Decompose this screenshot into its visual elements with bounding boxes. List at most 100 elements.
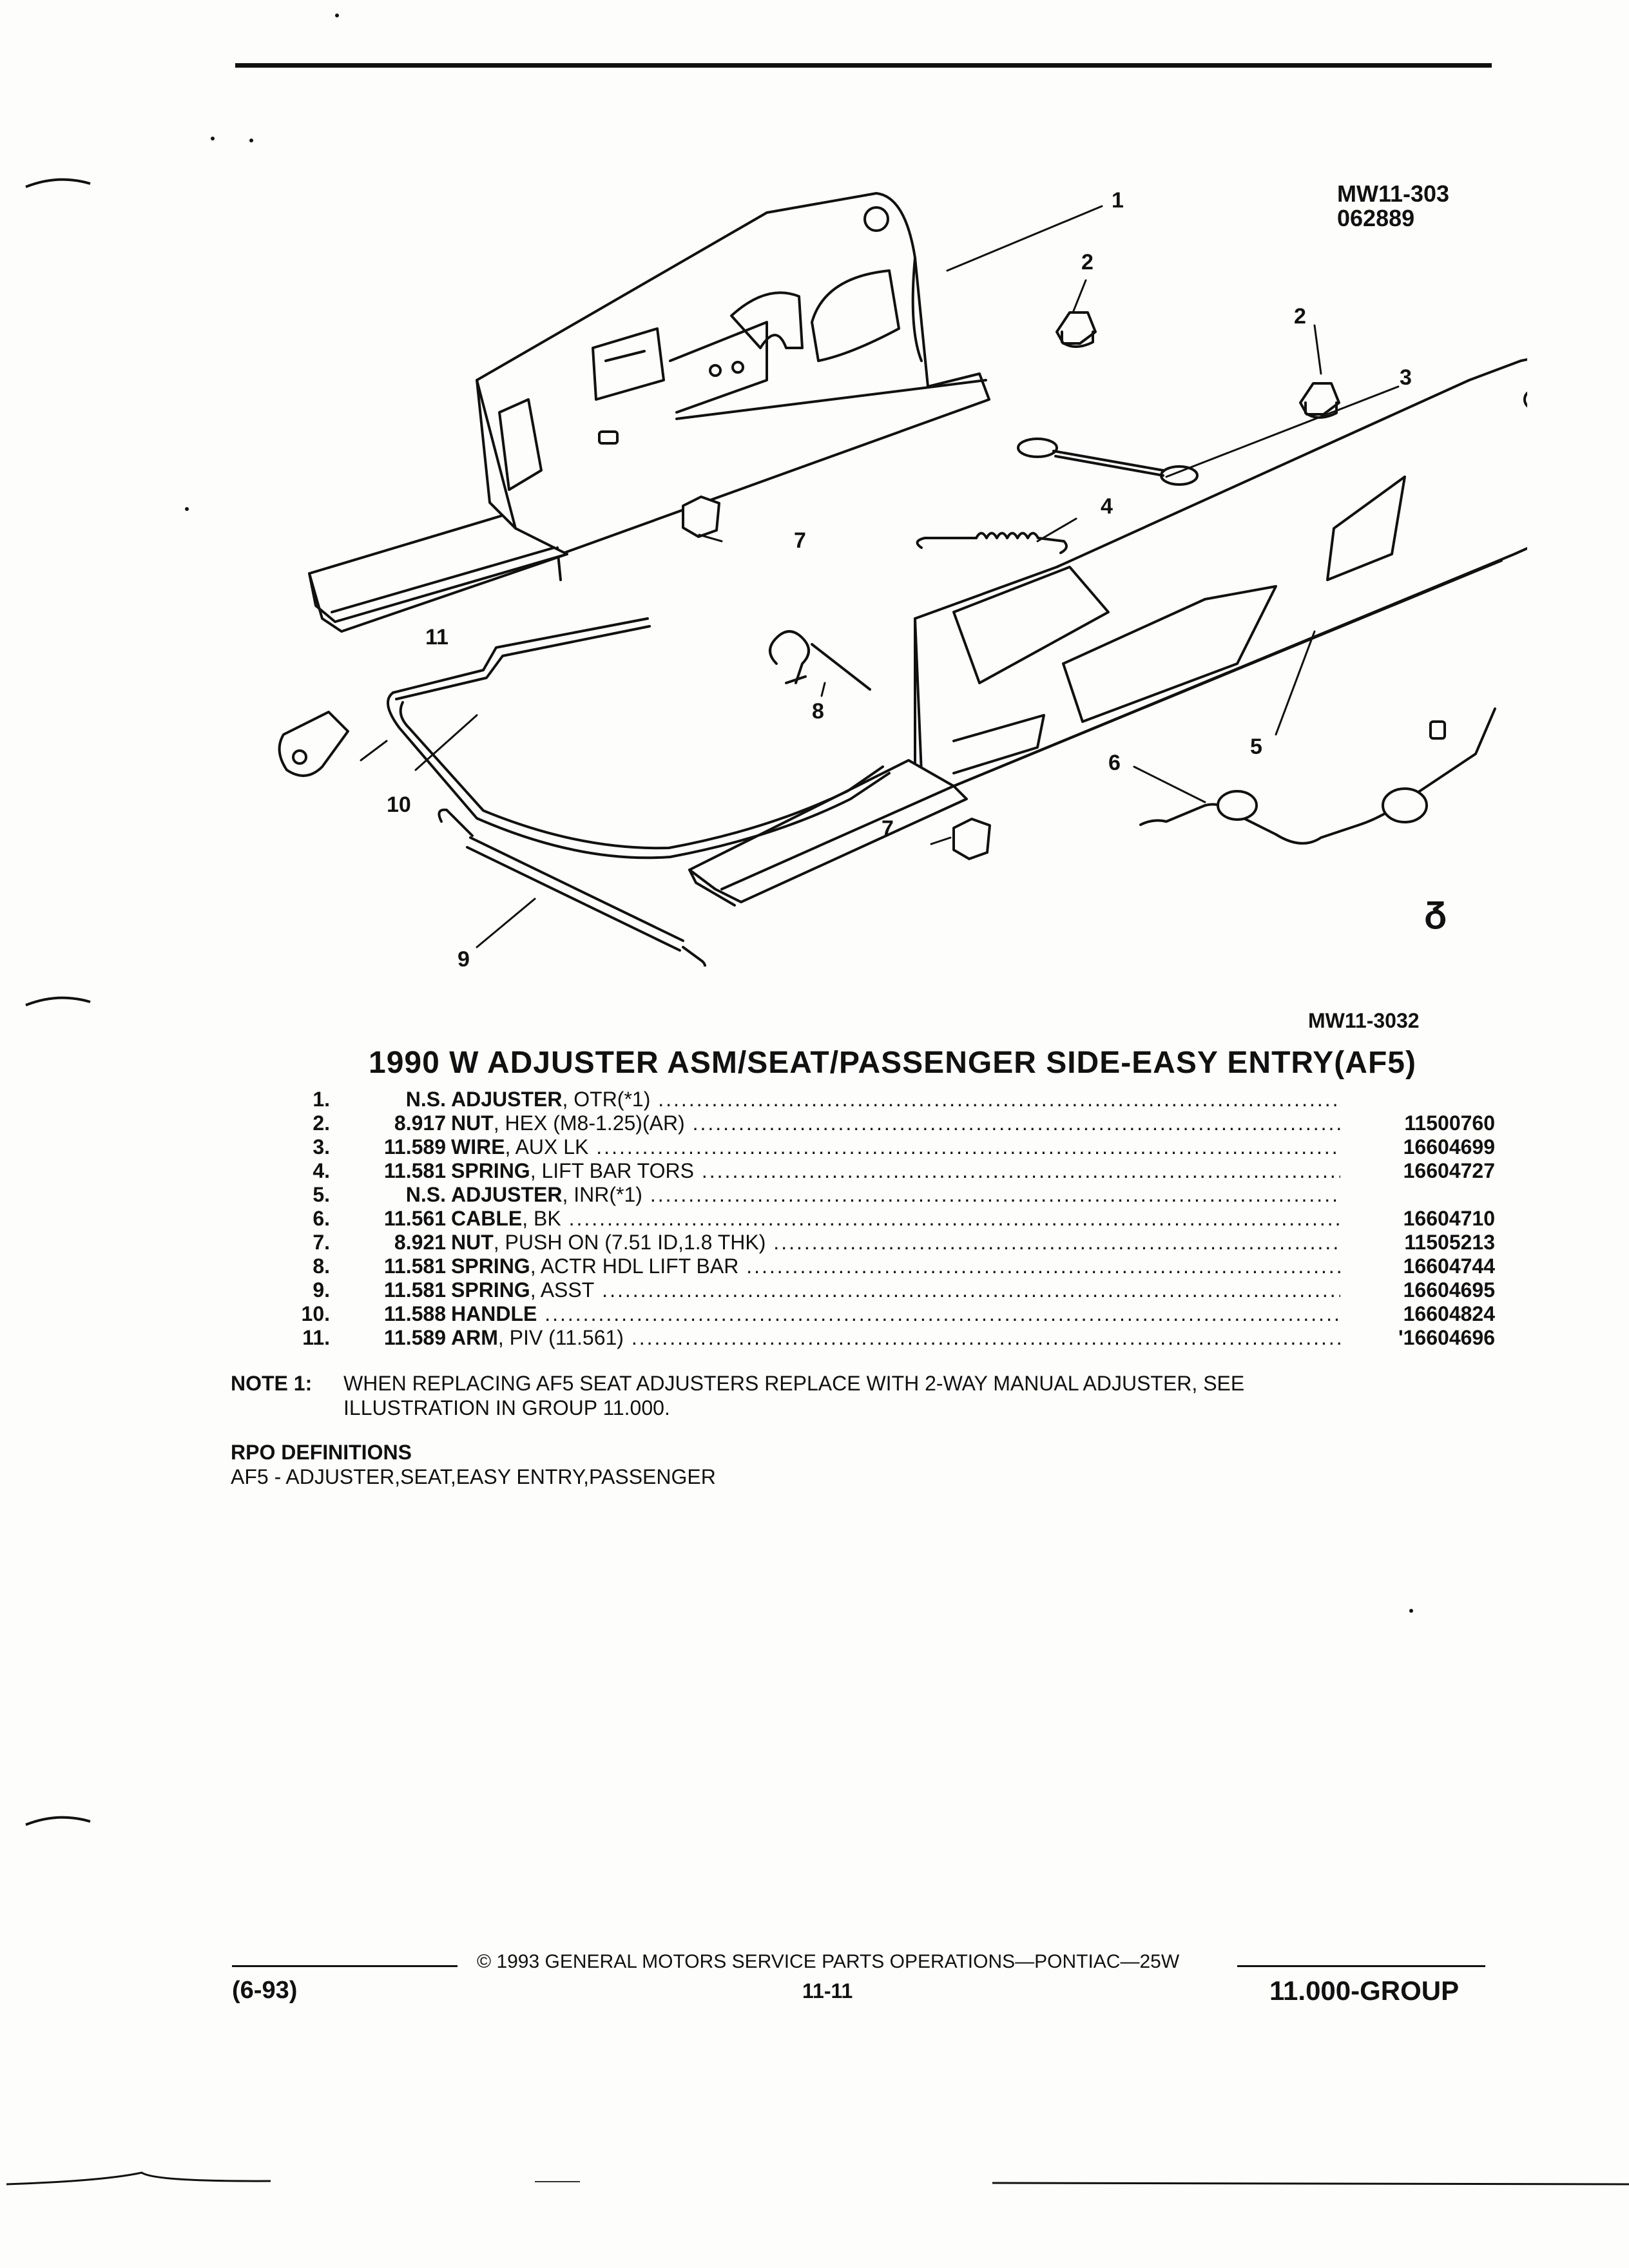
parts-row: 1. N.S.ADJUSTER, OTR(*1) ................…: [232, 1088, 1495, 1111]
outer-adjuster-part: [308, 192, 990, 633]
rpo-definition: AF5 - ADJUSTER,SEAT,EASY ENTRY,PASSENGER: [231, 1465, 716, 1488]
group-number: 11.581: [383, 1159, 446, 1182]
part-description: HANDLE .................................…: [451, 1302, 1340, 1326]
part-description: NUT, HEX (M8-1.25)(AR) .................…: [451, 1111, 1340, 1135]
group-number: 11.581: [383, 1254, 446, 1278]
part-description: WIRE, AUX LK ...........................…: [451, 1135, 1340, 1159]
part-detail: , PIV (11.561): [497, 1326, 624, 1349]
note-line2: ILLUSTRATION IN GROUP 11.000.: [343, 1396, 670, 1419]
note-line1: WHEN REPLACING AF5 SEAT ADJUSTERS REPLAC…: [343, 1372, 1245, 1395]
callout-7a: 7: [794, 528, 806, 553]
group-number: 11.588: [383, 1302, 446, 1325]
part-detail: , LIFT BAR TORS: [530, 1159, 694, 1182]
note-block: NOTE 1:WHEN REPLACING AF5 SEAT ADJUSTERS…: [231, 1371, 1455, 1420]
header-code-line2: 062889: [1337, 205, 1415, 231]
footer-rule-right: [1237, 1965, 1485, 1967]
top-rule: [235, 63, 1492, 68]
leader-dots: ........................................…: [596, 1135, 1340, 1158]
leader-dots: ........................................…: [602, 1278, 1340, 1302]
part-description: ADJUSTER, OTR(*1) ......................…: [451, 1088, 1340, 1111]
part-description: SPRING, ASST ...........................…: [451, 1278, 1340, 1302]
footer-group: 11.000-GROUP: [1269, 1975, 1460, 2006]
margin-mark-3: [25, 1816, 91, 1826]
part-name: CABLE: [451, 1207, 523, 1230]
item-number: 7.: [313, 1231, 330, 1254]
figure-code: MW11-3032: [1308, 1009, 1420, 1032]
bk-cable-part: [1139, 707, 1496, 845]
part-detail: , ACTR HDL LIFT BAR: [530, 1254, 739, 1278]
rpo-title: RPO DEFINITIONS: [231, 1441, 412, 1464]
group-number: N.S.: [405, 1088, 446, 1111]
part-number: 16604695: [1403, 1278, 1495, 1302]
page-title: 1990 W ADJUSTER ASM/SEAT/PASSENGER SIDE-…: [369, 1046, 1416, 1080]
callout-9: 9: [458, 947, 470, 966]
torsion-spring-part: [916, 532, 1068, 554]
part-name: NUT: [451, 1111, 494, 1135]
footer-date: (6-93): [232, 1977, 298, 2004]
hex-nut-part: [1055, 311, 1097, 348]
callout-3: 3: [1400, 365, 1412, 390]
leader-dots: ........................................…: [746, 1254, 1340, 1278]
item-number: 8.: [313, 1254, 330, 1278]
item-number: 5.: [313, 1183, 330, 1206]
bottom-smudge: [6, 2171, 271, 2186]
push-on-nut-part: [682, 495, 720, 538]
part-number: 11500760: [1404, 1111, 1495, 1135]
item-number: 10.: [301, 1302, 330, 1325]
part-name: SPRING: [451, 1159, 530, 1182]
leader-dots: ........................................…: [773, 1231, 1340, 1254]
group-number: 11.561: [383, 1207, 446, 1230]
part-detail: , PUSH ON (7.51 ID,1.8 THK): [493, 1231, 766, 1254]
bottom-rule-right: [992, 2182, 1629, 2186]
part-detail: , HEX (M8-1.25)(AR): [493, 1111, 685, 1135]
leader-dots: ........................................…: [692, 1111, 1340, 1135]
part-number: 11505213: [1404, 1231, 1495, 1254]
part-detail: , OTR(*1): [562, 1088, 651, 1111]
group-number: N.S.: [405, 1183, 446, 1206]
part-detail: , ASST: [530, 1278, 595, 1302]
handle-part: [387, 617, 891, 860]
part-description: NUT, PUSH ON (7.51 ID,1.8 THK) .........…: [451, 1231, 1340, 1254]
leader-dots: ........................................…: [650, 1183, 1340, 1206]
footer-copyright: © 1993 GENERAL MOTORS SERVICE PARTS OPER…: [477, 1951, 1180, 1972]
part-number: 16604710: [1403, 1207, 1495, 1230]
footer-rule-left: [232, 1965, 458, 1967]
leader-lines: [360, 205, 1400, 948]
callout-7b: 7: [882, 816, 894, 841]
margin-mark-1: [25, 178, 91, 188]
item-number: 1.: [313, 1088, 330, 1111]
part-description: SPRING, ACTR HDL LIFT BAR ..............…: [451, 1254, 1340, 1278]
callout-4: 4: [1101, 494, 1113, 519]
header-code: MW11-303 062889: [1337, 182, 1449, 231]
group-number: 11.589: [383, 1135, 446, 1158]
part-detail: , BK: [522, 1207, 561, 1230]
part-name: ADJUSTER: [451, 1183, 563, 1206]
leader-dots: ........................................…: [658, 1088, 1340, 1111]
part-description: ADJUSTER, INR(*1) ......................…: [451, 1183, 1340, 1207]
part-number: 16604727: [1403, 1159, 1495, 1182]
part-number: 16604699: [1403, 1135, 1495, 1158]
exploded-parts-diagram: 1 2 2 3 4 5 6 7 7 8 9 10 11 ᵹ: [278, 188, 1527, 966]
callout-5: 5: [1250, 735, 1262, 759]
group-number: 8.921: [394, 1231, 446, 1254]
item-number: 3.: [313, 1135, 330, 1158]
aux-lock-wire-part: [1017, 437, 1199, 486]
part-detail: , INR(*1): [562, 1183, 642, 1206]
inner-adjuster-part: [688, 358, 1527, 907]
assist-spring-part: [438, 808, 706, 966]
callout-2b: 2: [1294, 304, 1306, 329]
part-detail: , AUX LK: [505, 1135, 589, 1158]
actuator-spring-part: [769, 630, 871, 691]
part-name: NUT: [451, 1231, 494, 1254]
leader-dots: ........................................…: [701, 1159, 1340, 1182]
parts-list: 1.N.S.ADJUSTER, OTR(*1) ................…: [232, 1088, 1495, 1350]
